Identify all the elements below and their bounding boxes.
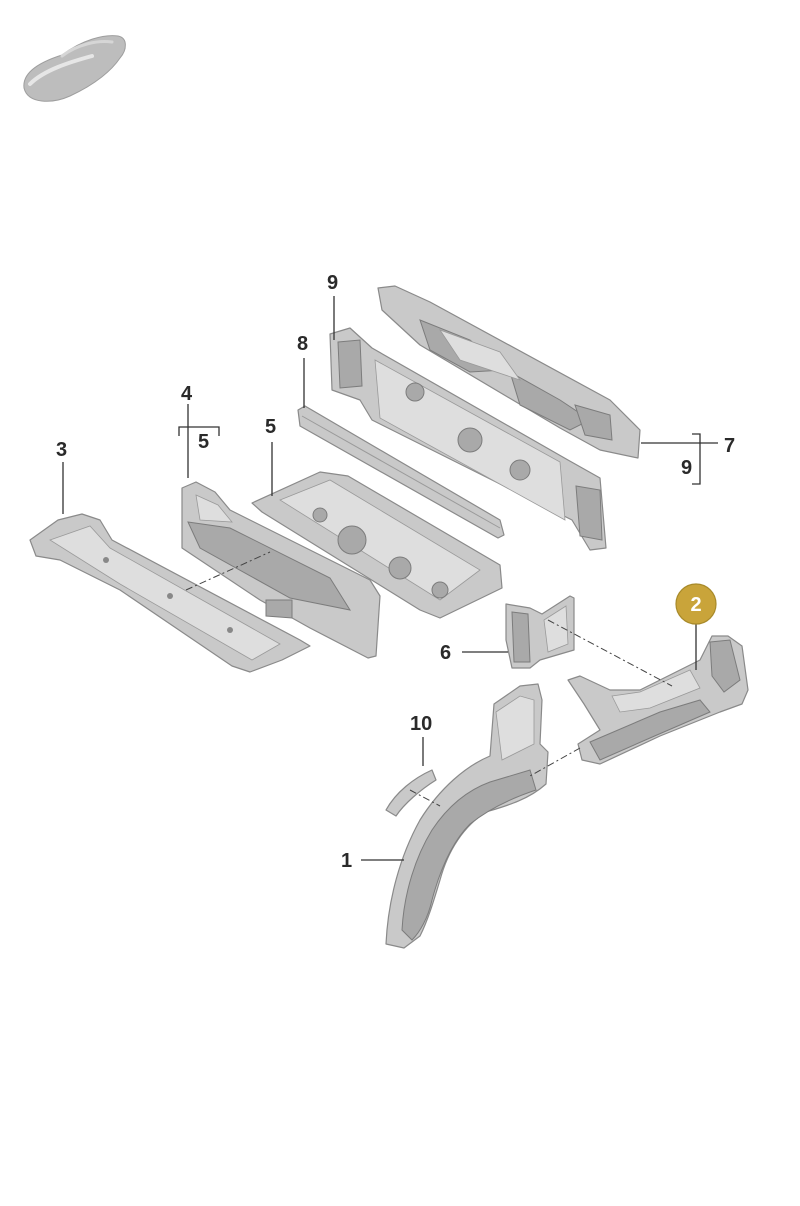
part-1-wheel-arch[interactable] xyxy=(385,683,549,949)
callout-7-sub-9[interactable]: 9 xyxy=(681,457,692,479)
part-5-floor-panel[interactable] xyxy=(251,471,503,619)
part-8-cross-strip[interactable] xyxy=(297,405,505,539)
callout-1[interactable]: 1 xyxy=(341,850,352,872)
callout-10[interactable]: 10 xyxy=(410,713,432,735)
badge-circle xyxy=(675,583,717,625)
part-10-strip[interactable] xyxy=(385,769,437,817)
part-4-tunnel-rail[interactable] xyxy=(181,481,381,659)
alignment-lines xyxy=(185,551,673,807)
callout-3[interactable]: 3 xyxy=(56,439,67,461)
callout-8[interactable]: 8 xyxy=(297,333,308,355)
part-6-bracket[interactable] xyxy=(505,595,575,669)
callout-5[interactable]: 5 xyxy=(265,416,276,438)
part-9-back-panel[interactable] xyxy=(329,327,607,551)
callout-7[interactable]: 7 xyxy=(724,435,735,457)
car-silhouette-icon[interactable] xyxy=(23,35,126,102)
part-2-longitudinal-member[interactable] xyxy=(567,635,749,765)
callout-2[interactable]: 2 xyxy=(690,594,701,616)
callout-6[interactable]: 6 xyxy=(440,642,451,664)
part-3-side-member[interactable] xyxy=(29,513,311,673)
leader-lines xyxy=(62,296,718,861)
part-9-upper-panel[interactable] xyxy=(377,285,641,459)
callout-2-badge[interactable]: 2 xyxy=(675,583,717,625)
callout-9[interactable]: 9 xyxy=(327,272,338,294)
callout-4-sub-5[interactable]: 5 xyxy=(198,431,209,453)
callout-4[interactable]: 4 xyxy=(181,383,193,405)
